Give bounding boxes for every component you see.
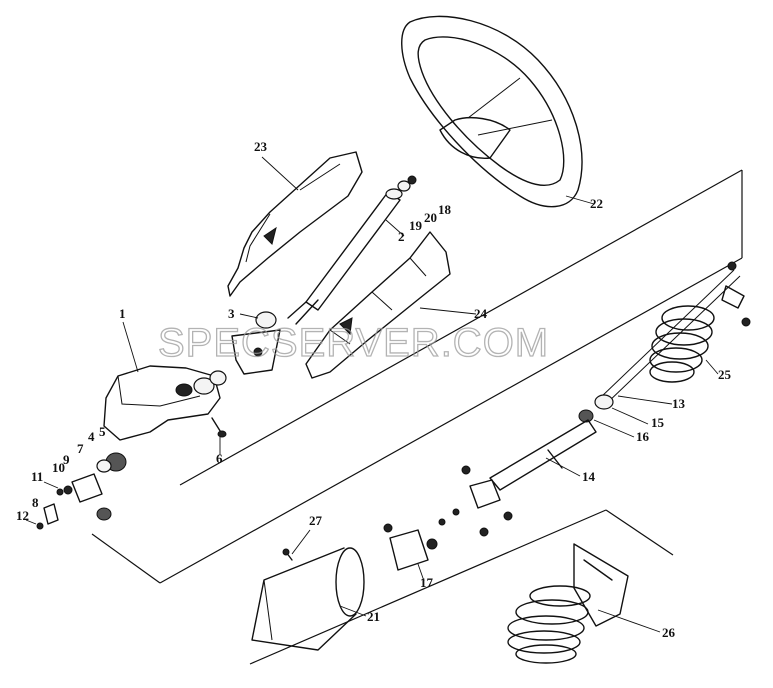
dust-boot — [251, 547, 365, 651]
callout-1: 1 — [119, 306, 126, 321]
callout-22: 22 — [590, 196, 603, 211]
leader-lines — [25, 156, 719, 633]
callout-5: 5 — [99, 424, 106, 439]
column-housing — [103, 365, 227, 441]
callout-14: 14 — [582, 469, 596, 484]
intermediate-shaft — [461, 394, 614, 537]
callout-16: 16 — [636, 429, 650, 444]
callout-2: 2 — [398, 229, 405, 244]
assembly-frame-lines — [91, 169, 743, 665]
callout-10: 10 — [52, 460, 65, 475]
callout-27: 27 — [309, 513, 323, 528]
upper-shroud — [227, 151, 363, 297]
callout-11: 11 — [31, 469, 43, 484]
bolt — [211, 417, 227, 438]
bearing-and-bracket — [231, 311, 281, 375]
callout-23: 23 — [254, 139, 268, 154]
ribbed-boot — [507, 543, 629, 664]
callout-6: 6 — [216, 451, 223, 466]
callout-21: 21 — [367, 609, 380, 624]
callout-13: 13 — [672, 396, 686, 411]
callout-26: 26 — [662, 625, 676, 640]
lower-shroud — [305, 231, 451, 379]
lower-yoke — [383, 508, 460, 571]
left-yoke-parts — [36, 452, 127, 530]
steering-shaft — [287, 175, 417, 325]
callout-24: 24 — [474, 306, 488, 321]
callout-20: 20 — [424, 210, 437, 225]
bellows-assembly — [599, 261, 751, 405]
callout-4: 4 — [88, 429, 95, 444]
callout-12: 12 — [16, 508, 29, 523]
steering-wheel — [401, 15, 583, 208]
callout-9: 9 — [63, 452, 70, 467]
callout-25: 25 — [718, 367, 732, 382]
callout-19: 19 — [409, 218, 423, 233]
callout-18: 18 — [438, 202, 452, 217]
callout-15: 15 — [651, 415, 665, 430]
watermark: SPECSERVER.COM — [158, 321, 549, 365]
callout-8: 8 — [32, 495, 39, 510]
callout-3: 3 — [228, 306, 235, 321]
callout-17: 17 — [420, 575, 434, 590]
callout-7: 7 — [77, 441, 84, 456]
